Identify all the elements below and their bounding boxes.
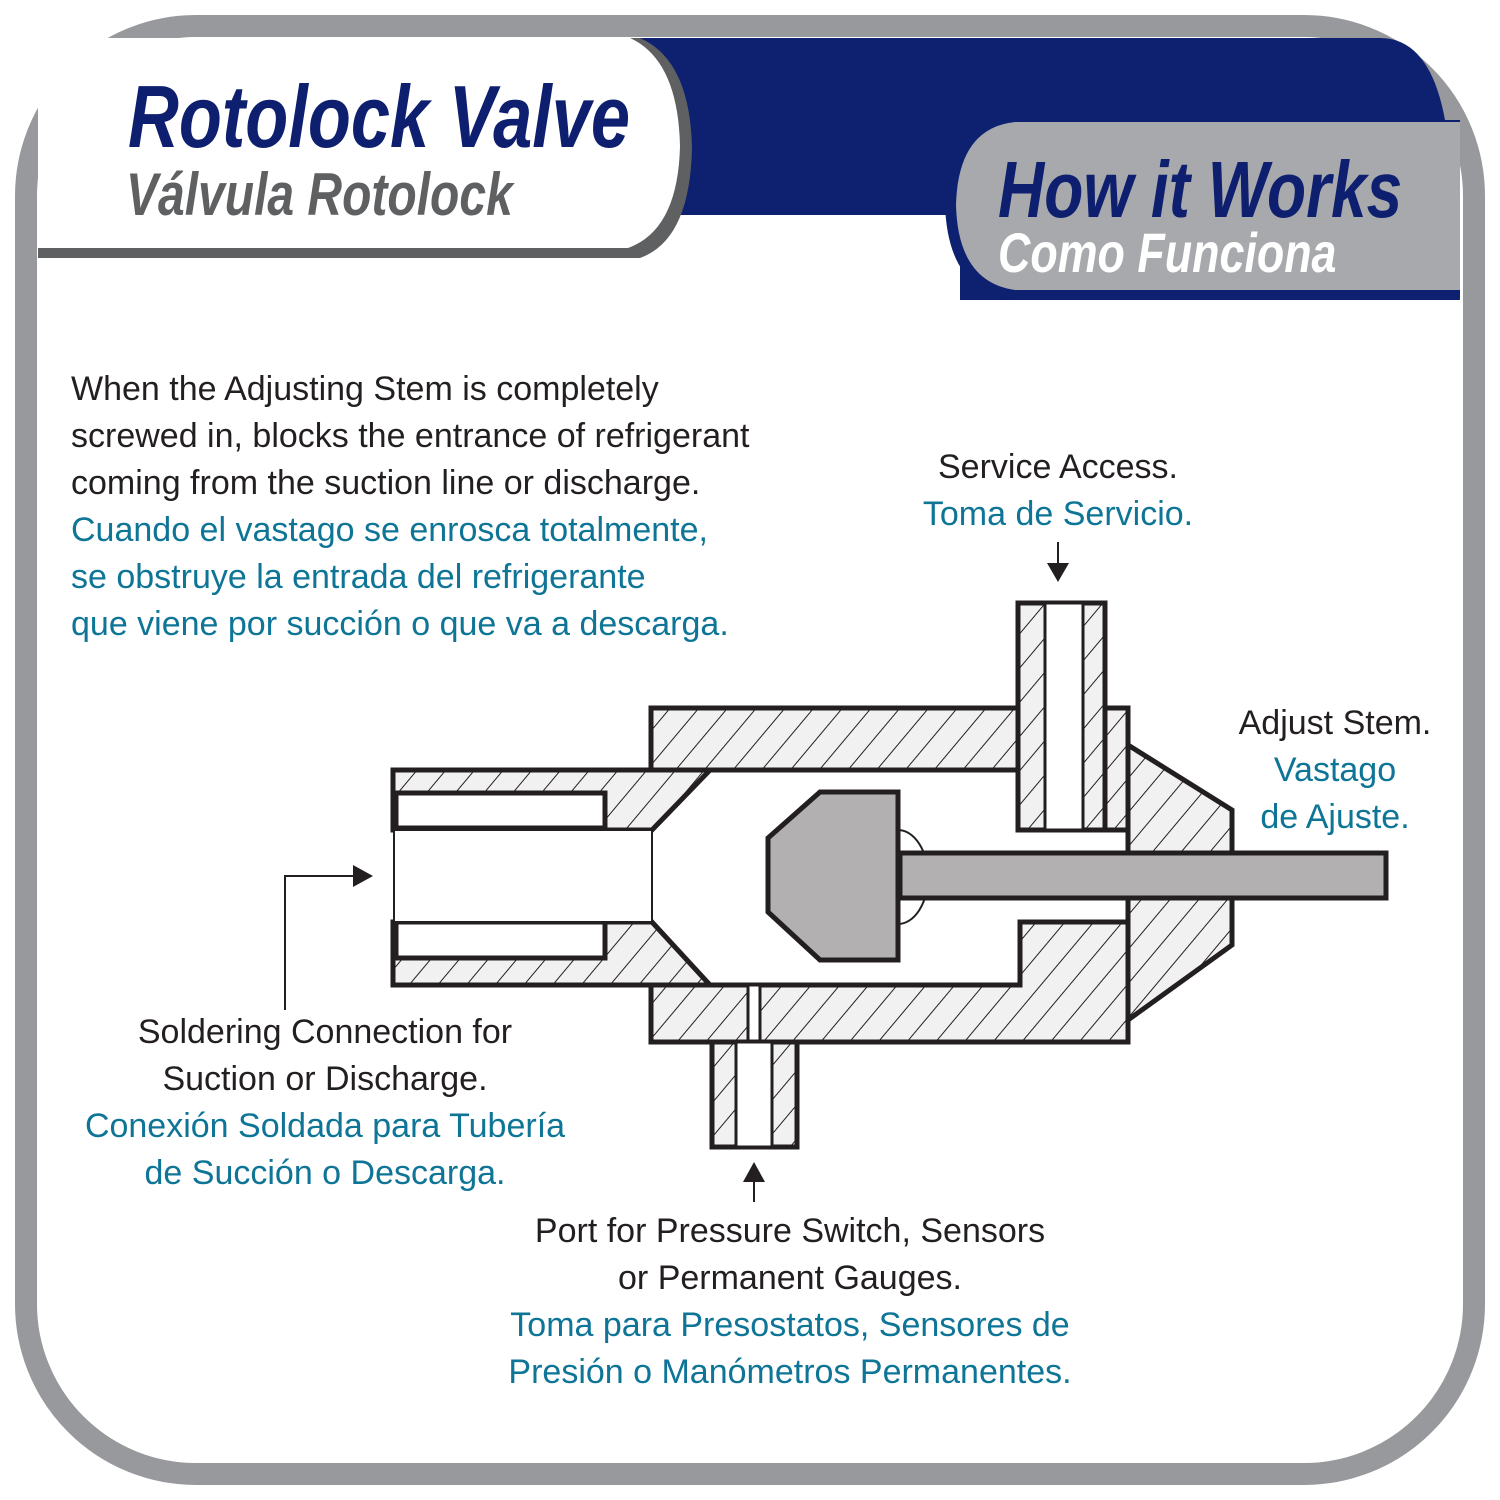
label-adjust-stem: Adjust Stem. Vastago de Ajuste. <box>1220 700 1450 841</box>
label-es: Presión o Manómetros Permanentes. <box>508 1353 1072 1391</box>
description-line-es: se obstruye la entrada del refrigerante <box>71 558 646 596</box>
label-service-access: Service Access. Toma de Servicio. <box>900 444 1216 538</box>
arrow-up-icon <box>743 1162 765 1182</box>
page-title: Rotolock Valve <box>128 67 631 166</box>
arrow-right-icon <box>353 865 373 887</box>
label-pressure-port: Port for Pressure Switch, Sensors or Per… <box>460 1208 1120 1396</box>
description-en: When the Adjusting Stem is completely sc… <box>71 366 749 648</box>
label-en: Adjust Stem. <box>1238 704 1432 742</box>
section-title: How it Works <box>998 145 1403 234</box>
label-en: or Permanent Gauges. <box>618 1259 962 1297</box>
label-en: Soldering Connection for <box>137 1013 513 1051</box>
label-es: de Succión o Descarga. <box>144 1154 506 1192</box>
stem-head <box>765 789 901 963</box>
description-line: When the Adjusting Stem is completely <box>71 370 659 408</box>
section-title-es: Como Funciona <box>998 221 1337 284</box>
label-en: Service Access. <box>938 448 1178 486</box>
description-line: coming from the suction line or discharg… <box>71 464 701 502</box>
label-en: Suction or Discharge. <box>162 1060 488 1098</box>
description-line-es: que viene por succión o que va a descarg… <box>71 605 729 643</box>
description-line: screwed in, blocks the entrance of refri… <box>71 417 750 455</box>
label-es: Vastago <box>1273 751 1397 789</box>
housing-bottom <box>648 919 1131 1045</box>
pipe-bore <box>393 829 653 923</box>
description-line-es: Cuando el vastago se enrosca totalmente, <box>71 511 708 549</box>
arrows <box>284 542 1069 1202</box>
label-es: de Ajuste. <box>1260 798 1410 836</box>
label-es: Toma de Servicio. <box>922 495 1194 533</box>
valve-body <box>390 600 1389 1150</box>
bottom-port-gap <box>746 983 762 1044</box>
page-title-es: Válvula Rotolock <box>126 161 513 228</box>
arrow-down-icon <box>1047 563 1069 582</box>
label-es: Conexión Soldada para Tubería <box>84 1107 566 1145</box>
label-soldering-connection: Soldering Connection for Suction or Disc… <box>40 1009 610 1197</box>
label-es: Toma para Presostatos, Sensores de <box>510 1306 1070 1344</box>
adjust-stem <box>897 850 1389 901</box>
label-en: Port for Pressure Switch, Sensors <box>534 1212 1046 1250</box>
